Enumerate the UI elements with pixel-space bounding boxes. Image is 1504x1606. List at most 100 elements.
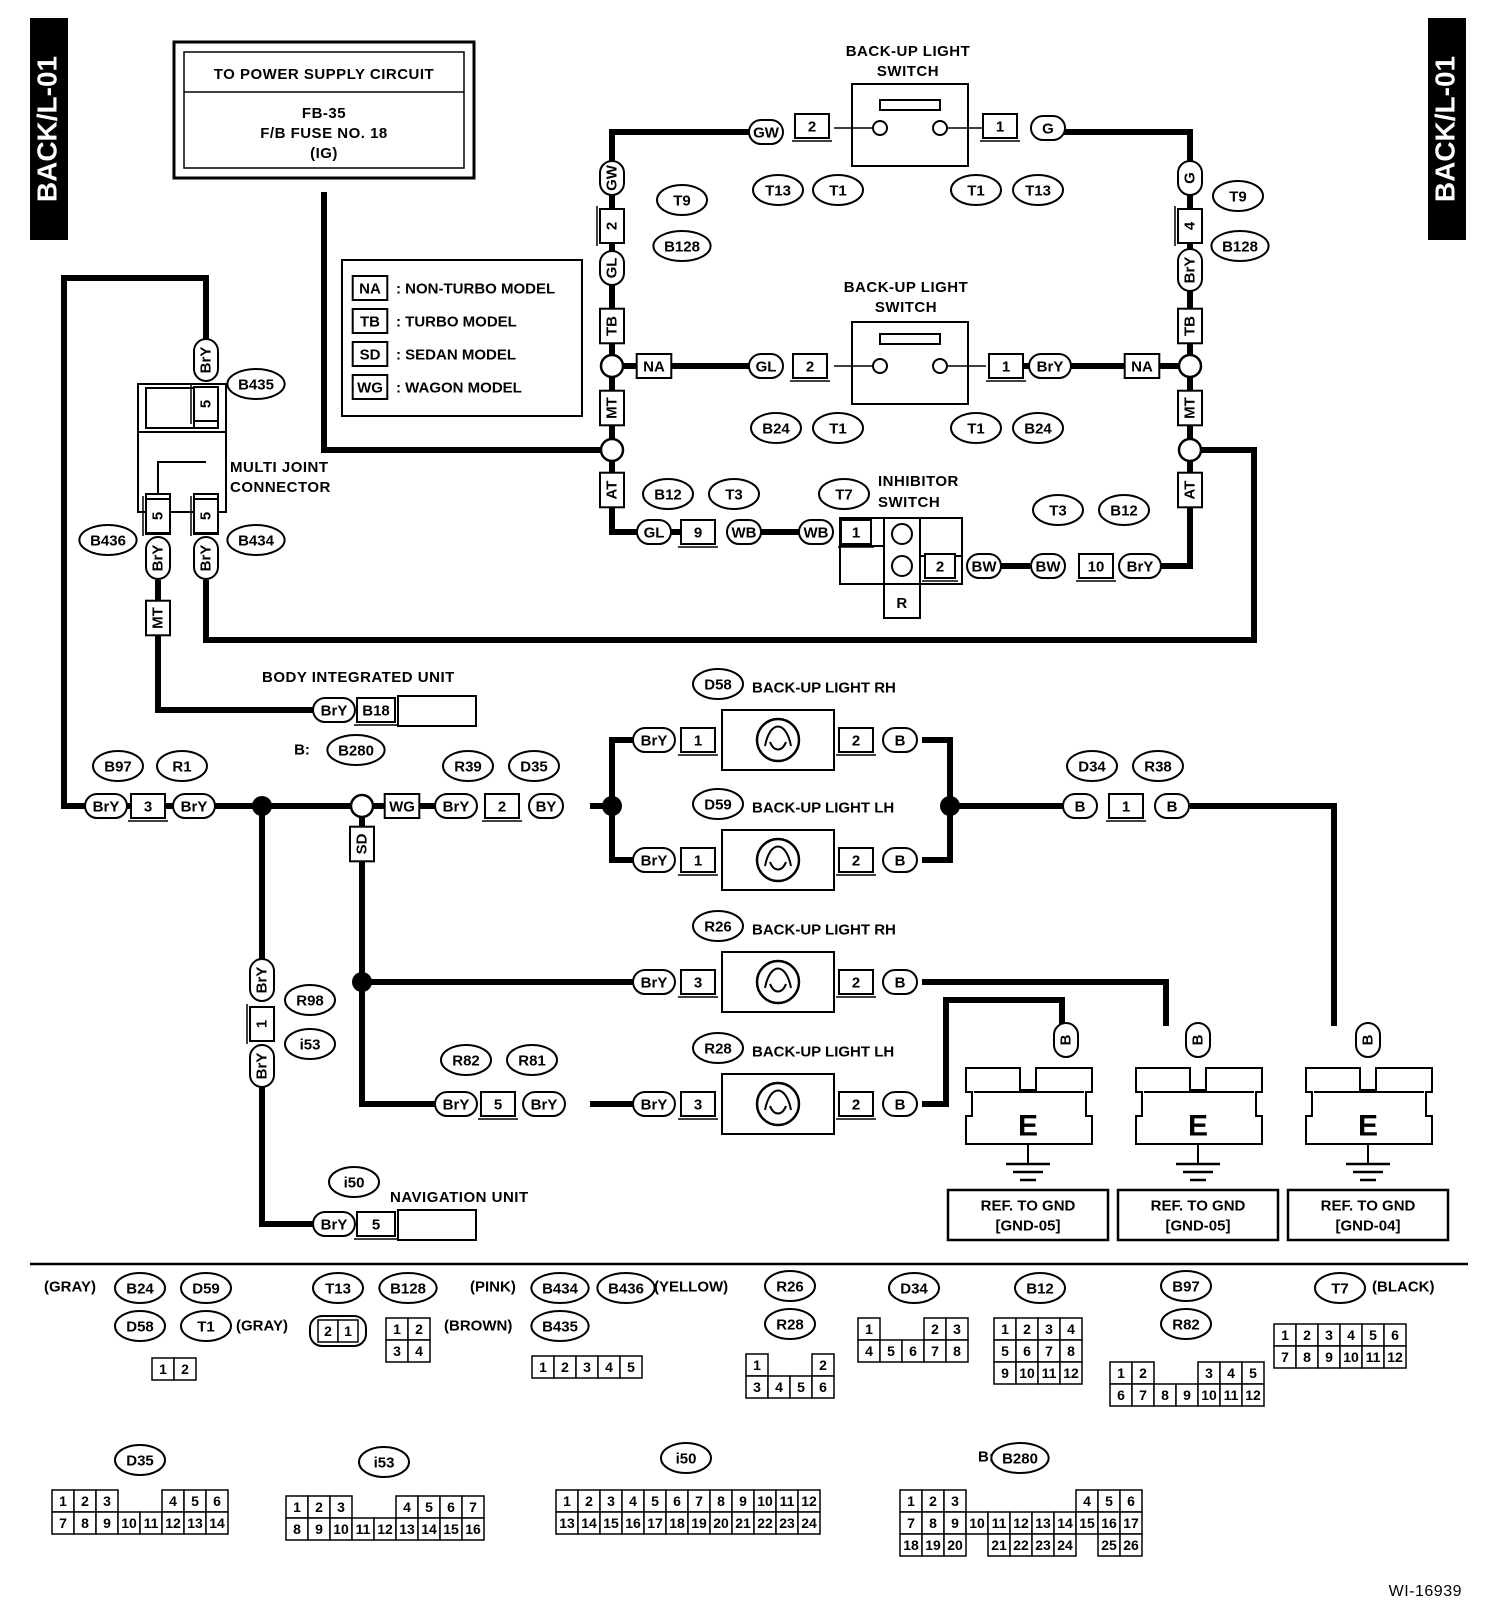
wire-tag [528, 793, 564, 819]
t7-pin: 10 [1343, 1349, 1359, 1365]
option-code-label: TB [360, 314, 380, 331]
wire-tag [599, 160, 625, 196]
d34-cell [945, 1339, 969, 1363]
option-code [351, 275, 389, 301]
i50-pin: 17 [647, 1515, 663, 1531]
b280-pin: 12 [1013, 1515, 1029, 1531]
b280-pin: 14 [1057, 1515, 1073, 1531]
connector-ref [692, 910, 744, 942]
b128-pin: 2 [415, 1321, 423, 1337]
d34-pin: 5 [887, 1343, 895, 1359]
i53-pin: 9 [315, 1521, 323, 1537]
option-code [1177, 389, 1203, 427]
wire-tag-label: BrY [254, 1053, 271, 1080]
color-gray-label: (GRAY) [236, 1318, 288, 1335]
wire-tag-label: GL [756, 359, 777, 376]
connector-ref [1098, 494, 1150, 526]
ground-ref-line2: [GND-05] [995, 1218, 1060, 1235]
pin-number: 1 [694, 733, 702, 750]
b280-cell [1053, 1533, 1077, 1557]
wire-tag-label: BrY [641, 853, 668, 870]
wire-tag-label: BrY [1182, 257, 1199, 284]
ground-e-label: E [1358, 1110, 1378, 1143]
inhibitor-r-label: R [896, 595, 907, 612]
b12-cell [1059, 1361, 1083, 1385]
pin-box [356, 1211, 396, 1237]
connector-ref [1032, 494, 1084, 526]
pin-box [193, 386, 219, 422]
option-code [1177, 307, 1203, 345]
wire-tag-label: BW [972, 559, 998, 576]
i53-pin: 12 [377, 1521, 393, 1537]
i50-pin: 16 [625, 1515, 641, 1531]
body-integrated-unit: BODY INTEGRATED UNIT [262, 669, 477, 727]
b434-cell [619, 1355, 643, 1379]
legend-text: : TURBO MODEL [396, 314, 517, 331]
pin-number: 5 [150, 512, 167, 520]
i50-pin: 2 [585, 1493, 593, 1509]
svg-text:BODY INTEGRATED UNIT: BODY INTEGRATED UNIT [262, 669, 455, 686]
i50-pin: 5 [651, 1493, 659, 1509]
pin-number: 1 [1002, 359, 1010, 376]
face-ref-label: R26 [776, 1279, 804, 1296]
wire-tag-label: WB [732, 525, 757, 542]
b434-pin: 5 [627, 1359, 635, 1375]
option-code [599, 389, 625, 427]
b280-pin: 26 [1123, 1537, 1139, 1553]
d35-pin: 8 [81, 1515, 89, 1531]
connector-ref [440, 1044, 492, 1076]
connector-ref-label: R82 [452, 1053, 480, 1070]
wire-tag-label: BrY [321, 1217, 348, 1234]
option-code [351, 374, 389, 400]
wire-tag-label: BrY [641, 1097, 668, 1114]
pin-number: 2 [852, 1097, 860, 1114]
option-code [599, 307, 625, 345]
connector-ref [1012, 174, 1064, 206]
connector-ref-label: T9 [1229, 189, 1247, 206]
option-code [351, 308, 389, 334]
i50-pin: 18 [669, 1515, 685, 1531]
b12-pin: 10 [1019, 1365, 1035, 1381]
d35-pin: 4 [169, 1493, 177, 1509]
b12-pin: 7 [1045, 1343, 1053, 1359]
i50-pin: 7 [695, 1493, 703, 1509]
b12-pin: 3 [1045, 1321, 1053, 1337]
filament [764, 845, 792, 871]
wire-tag [145, 536, 171, 580]
wire-tag-label: BrY [254, 967, 271, 994]
filament [764, 1089, 792, 1115]
wire-tag [1154, 793, 1190, 819]
pin-box [680, 727, 716, 753]
wire-tag [726, 519, 762, 545]
wire-tag [1185, 1022, 1211, 1058]
t13-pin: 2 [324, 1323, 332, 1339]
wire-tag [882, 1091, 918, 1117]
wire-tag-label: GL [644, 525, 665, 542]
b12-pin: 9 [1001, 1365, 1009, 1381]
legend-text: : NON-TURBO MODEL [396, 281, 555, 298]
connector-ref-label: R26 [704, 919, 732, 936]
wire-tag [632, 969, 676, 995]
option-code-label: AT [604, 481, 621, 500]
power-header: TO POWER SUPPLY CIRCUIT [214, 66, 434, 83]
face-ref-label: i53 [374, 1455, 395, 1472]
wire-tag-label: BrY [198, 545, 215, 572]
connector-ref-label: B434 [238, 533, 275, 550]
connector-ref-label: B12 [654, 487, 682, 504]
pin-number: 5 [198, 512, 215, 520]
connector-ref [92, 750, 144, 782]
i53-cell [461, 1517, 485, 1541]
connector-ref [1210, 230, 1270, 262]
connector-ref-label: T3 [1049, 503, 1067, 520]
pin-box [249, 1006, 275, 1042]
wire-tag [1053, 1022, 1079, 1058]
r26-pin: 1 [753, 1357, 761, 1373]
b97-cell [1241, 1383, 1265, 1407]
lamp-label: BACK-UP LIGHT LH [752, 800, 894, 817]
wire-tag-label: B [895, 853, 906, 870]
b280-pin: 24 [1057, 1537, 1073, 1553]
i50-pin: 1 [563, 1493, 571, 1509]
option-code [383, 793, 421, 819]
svg-text:INHIBITOR: INHIBITOR [878, 473, 959, 490]
